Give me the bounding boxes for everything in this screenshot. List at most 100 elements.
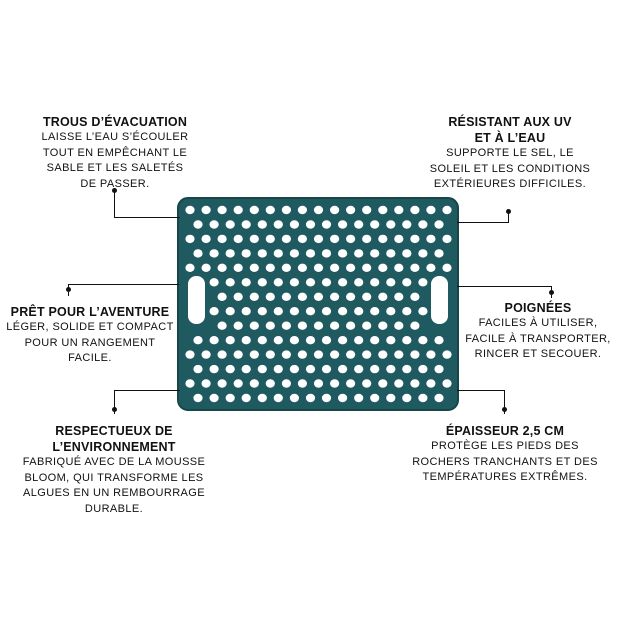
drain-hole bbox=[346, 350, 356, 359]
drain-hole bbox=[394, 205, 404, 215]
connector-thick-h bbox=[457, 390, 505, 391]
drain-hole bbox=[410, 379, 420, 388]
drain-hole bbox=[241, 364, 251, 374]
drain-hole bbox=[442, 263, 452, 272]
drain-hole bbox=[330, 292, 340, 301]
mat-body bbox=[178, 198, 458, 410]
drain-hole bbox=[370, 278, 380, 287]
drain-hole bbox=[354, 393, 364, 403]
drain-hole bbox=[394, 379, 404, 388]
drain-hole bbox=[402, 220, 412, 229]
feature-title: PRÊT POUR L’AVENTURE bbox=[10, 305, 170, 319]
drain-hole bbox=[257, 249, 267, 258]
drain-hole bbox=[201, 205, 211, 215]
drain-hole bbox=[233, 321, 243, 330]
drain-hole bbox=[305, 307, 316, 316]
drain-hole bbox=[394, 292, 404, 301]
drain-hole bbox=[305, 364, 316, 374]
drain-hole bbox=[338, 249, 348, 258]
mat-edge bbox=[177, 197, 459, 411]
feature-desc-line: FACILE. bbox=[68, 352, 112, 364]
drain-hole bbox=[273, 278, 283, 287]
drain-hole bbox=[410, 234, 420, 244]
drain-hole bbox=[241, 393, 251, 403]
drain-hole bbox=[257, 220, 267, 229]
drain-hole bbox=[249, 234, 259, 244]
drain-hole bbox=[281, 379, 291, 388]
drain-hole bbox=[265, 321, 275, 330]
feature-desc-line: LAISSE L’EAU S’ÉCOULER bbox=[41, 131, 189, 143]
drain-hole bbox=[241, 336, 251, 345]
drain-hole bbox=[313, 205, 324, 215]
feature-desc-line: SOLEIL ET LES CONDITIONS bbox=[429, 162, 591, 175]
drain-hole bbox=[321, 307, 332, 316]
drain-hole bbox=[297, 350, 307, 359]
drain-hole bbox=[217, 379, 227, 388]
drain-hole bbox=[313, 292, 324, 301]
drain-hole bbox=[362, 234, 372, 244]
drain-hole bbox=[289, 220, 299, 229]
drain-hole bbox=[386, 336, 396, 345]
drain-hole bbox=[209, 278, 219, 287]
drain-hole bbox=[233, 263, 243, 272]
drain-hole bbox=[217, 263, 227, 272]
drain-hole bbox=[362, 379, 372, 388]
drain-hole bbox=[434, 336, 444, 345]
drain-hole bbox=[249, 292, 259, 301]
drain-hole bbox=[370, 393, 380, 403]
drain-hole bbox=[378, 292, 388, 301]
drain-hole bbox=[297, 205, 307, 215]
drain-hole bbox=[209, 393, 219, 403]
drain-hole bbox=[257, 278, 267, 287]
drain-hole bbox=[201, 350, 211, 359]
drain-hole bbox=[394, 350, 404, 359]
drain-hole bbox=[402, 307, 412, 316]
drain-hole bbox=[225, 249, 235, 258]
drain-hole bbox=[321, 220, 332, 229]
drain-hole bbox=[418, 220, 428, 229]
connector-thick-dot bbox=[502, 407, 507, 412]
drain-hole bbox=[313, 321, 324, 330]
connector-handles-dot bbox=[549, 290, 554, 295]
drain-hole bbox=[289, 249, 299, 258]
drain-hole bbox=[225, 393, 235, 403]
connector-handles-h bbox=[457, 286, 552, 287]
drain-hole bbox=[209, 336, 219, 345]
drain-hole bbox=[313, 263, 324, 272]
drain-hole bbox=[289, 364, 299, 374]
drain-hole bbox=[193, 393, 203, 403]
drain-hole bbox=[370, 249, 380, 258]
feature-desc-line: EXTÉRIEURES DIFFICILES. bbox=[433, 178, 587, 190]
drain-hole bbox=[426, 234, 436, 244]
drain-hole bbox=[265, 350, 275, 359]
drain-hole bbox=[185, 350, 195, 359]
feature-title: L’ENVIRONNEMENT bbox=[52, 440, 176, 454]
drain-hole bbox=[338, 278, 348, 287]
drain-hole bbox=[418, 249, 428, 258]
connector-drain-h bbox=[114, 217, 180, 218]
drain-hole bbox=[402, 364, 412, 374]
drain-hole bbox=[265, 205, 275, 215]
drain-hole bbox=[410, 205, 420, 215]
drain-hole bbox=[233, 379, 243, 388]
feature-handles: POIGNÉES FACILES À UTILISER, FACILE À TR… bbox=[456, 300, 620, 363]
feature-title: TROUS D’ÉVACUATION bbox=[42, 115, 188, 129]
drain-hole bbox=[386, 278, 396, 287]
feature-title: POIGNÉES bbox=[504, 301, 572, 315]
drain-hole bbox=[265, 292, 275, 301]
drain-hole bbox=[201, 234, 211, 244]
drain-hole bbox=[185, 263, 195, 272]
drain-hole bbox=[273, 249, 283, 258]
drain-hole bbox=[281, 263, 291, 272]
drain-hole bbox=[354, 278, 364, 287]
drain-hole bbox=[313, 350, 324, 359]
drain-hole bbox=[257, 336, 267, 345]
drain-hole bbox=[265, 234, 275, 244]
drain-hole bbox=[273, 364, 283, 374]
drain-hole bbox=[233, 205, 243, 215]
drain-hole bbox=[217, 321, 227, 330]
drain-hole bbox=[402, 336, 412, 345]
drain-hole bbox=[418, 393, 428, 403]
drain-hole bbox=[442, 379, 452, 388]
drain-hole bbox=[313, 379, 324, 388]
